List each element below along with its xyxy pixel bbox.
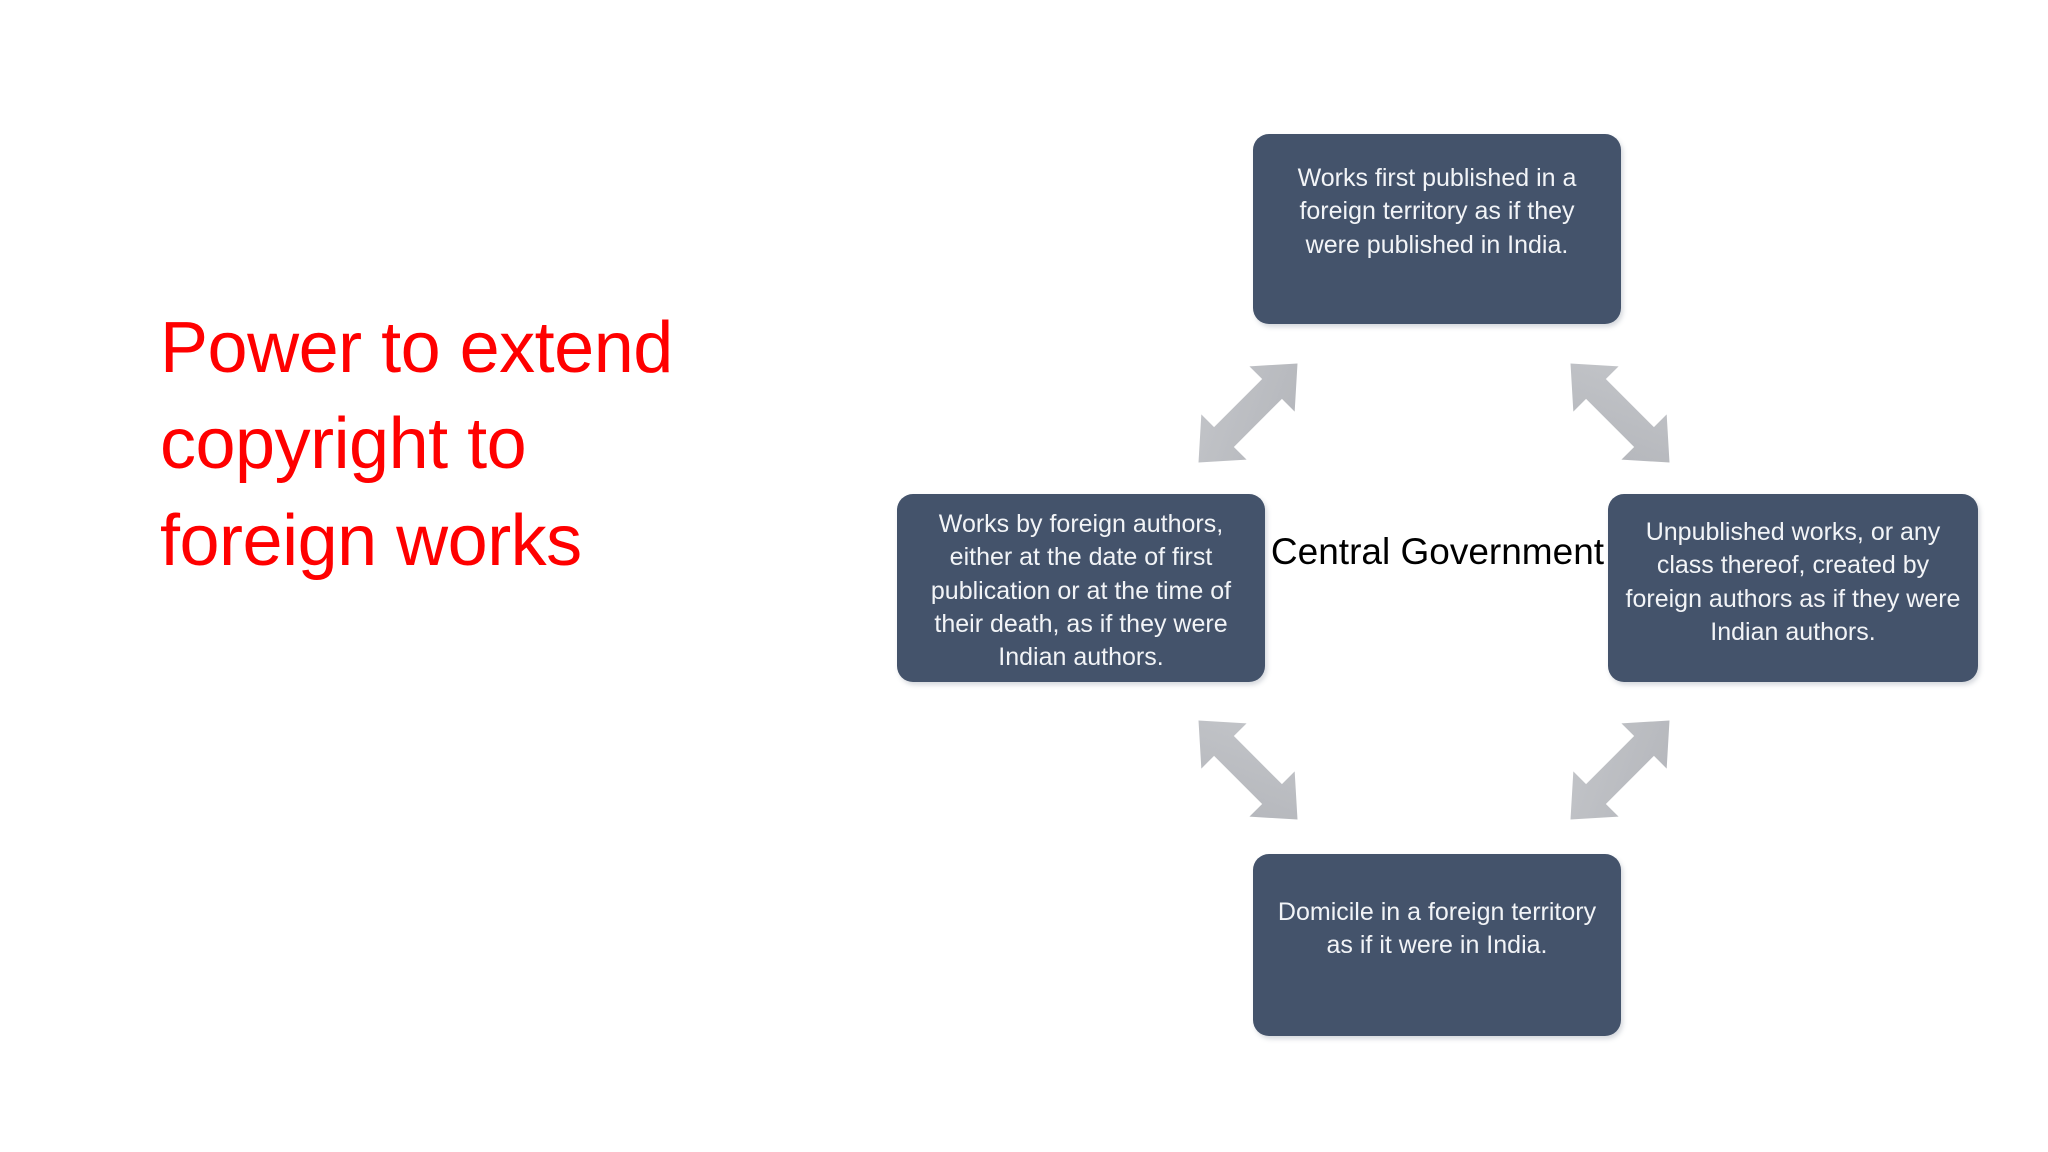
diagram-node-right-label: Unpublished works, or any class thereof,… [1625, 518, 1961, 646]
diagram-node-bottom[interactable]: Domicile in a foreign territory as if it… [1253, 854, 1621, 1036]
diagram-center-label: Central Government [1270, 531, 1605, 572]
page-title: Power to extend copyright to foreign wor… [160, 308, 693, 581]
connector-arrow-center-to-left [1168, 690, 1328, 850]
connector-arrow-center-to-bottom [1540, 690, 1700, 850]
connector-arrow-center-to-top [1168, 333, 1328, 493]
diagram-node-top[interactable]: Works first published in a foreign terri… [1253, 134, 1621, 324]
diagram-node-bottom-label: Domicile in a foreign territory as if it… [1277, 898, 1597, 960]
diagram-node-left[interactable]: Works by foreign authors, either at the … [897, 494, 1265, 682]
diagram-node-left-label: Works by foreign authors, either at the … [930, 510, 1232, 671]
connector-arrow-center-to-right [1540, 333, 1700, 493]
diagram-node-right[interactable]: Unpublished works, or any class thereof,… [1608, 494, 1978, 682]
diagram-node-top-label: Works first published in a foreign terri… [1297, 164, 1577, 259]
